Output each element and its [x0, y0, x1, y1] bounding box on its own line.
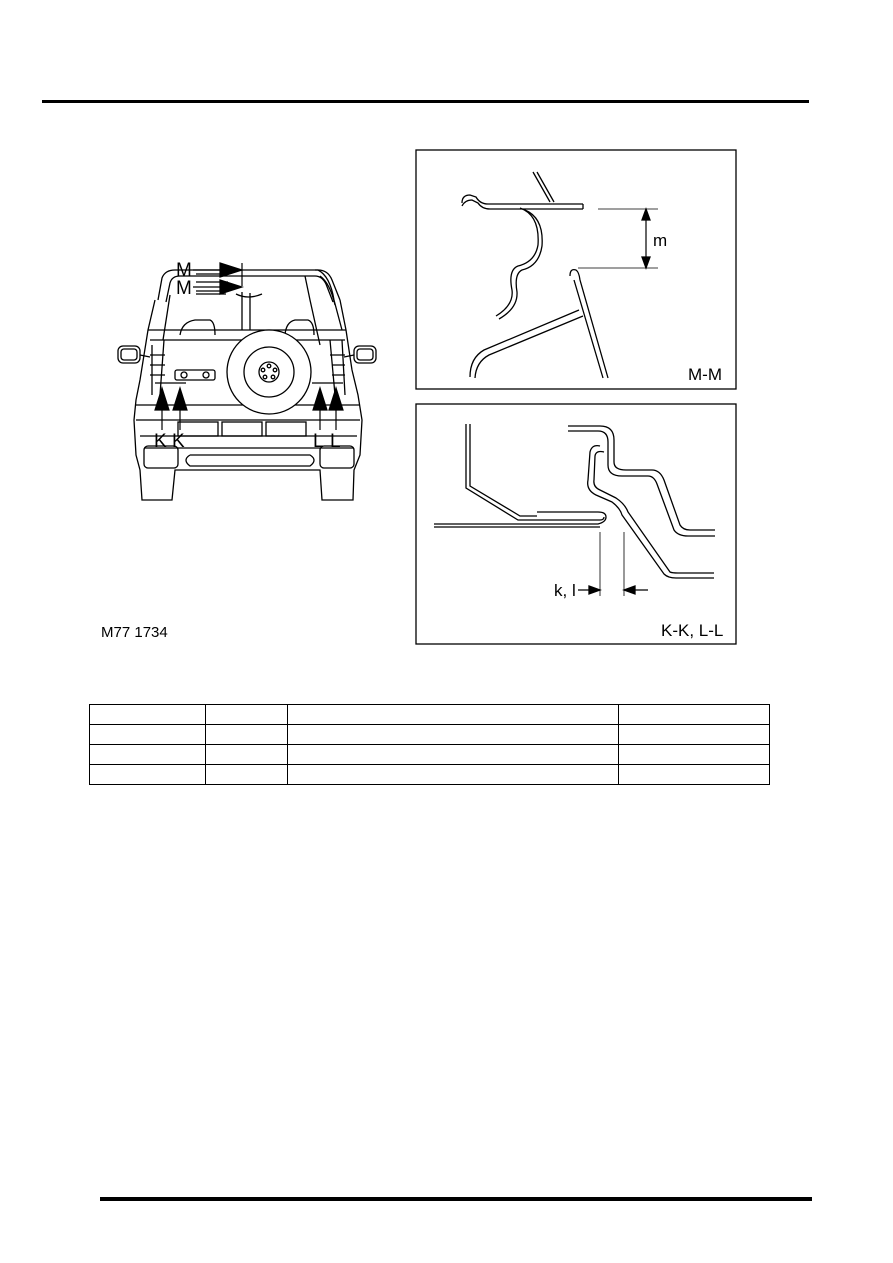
dimension-label-m: m — [653, 231, 667, 250]
arrow-head-k-left — [154, 386, 170, 411]
section-mm-panel — [415, 149, 737, 390]
label-l-right: L — [330, 431, 341, 452]
table-row — [89, 724, 770, 745]
table-cell — [287, 704, 619, 725]
table-cell — [205, 744, 288, 765]
table-cell — [287, 764, 619, 785]
table-row — [89, 744, 770, 765]
table-cell — [287, 744, 619, 765]
arrow-head-l-left — [312, 386, 328, 411]
arrow-head-m-lower — [219, 279, 244, 295]
table-cell — [618, 704, 770, 725]
vehicle-rear-view — [117, 269, 377, 501]
table-cell — [205, 704, 288, 725]
specification-table — [89, 704, 770, 785]
section-title-mm: M-M — [688, 365, 722, 384]
label-m-lower: M — [176, 278, 192, 299]
label-k-left: K — [154, 431, 167, 452]
table-cell — [287, 724, 619, 745]
footer-rule — [100, 1197, 812, 1201]
section-markers — [154, 262, 344, 430]
table-cell — [618, 724, 770, 745]
table-cell — [205, 764, 288, 785]
section-title-kl: K-K, L-L — [661, 621, 723, 640]
table-cell — [89, 744, 206, 765]
table-cell — [89, 724, 206, 745]
figure-reference-code: M77 1734 — [101, 624, 168, 641]
table-cell — [89, 764, 206, 785]
dimension-label-kl: k, l — [554, 581, 576, 600]
table-row — [89, 764, 770, 785]
arrow-head-l-right — [328, 386, 344, 411]
label-k-right: K — [172, 431, 185, 452]
table-cell — [618, 764, 770, 785]
label-l-left: L — [313, 431, 324, 452]
table-row — [89, 704, 770, 725]
section-kl-panel — [415, 403, 737, 645]
table-cell — [618, 744, 770, 765]
arrow-head-k-right — [172, 386, 188, 411]
table-cell — [89, 704, 206, 725]
table-cell — [205, 724, 288, 745]
label-m-upper: M — [176, 260, 192, 281]
header-rule — [42, 100, 809, 103]
arrow-head-m-upper — [219, 262, 244, 278]
